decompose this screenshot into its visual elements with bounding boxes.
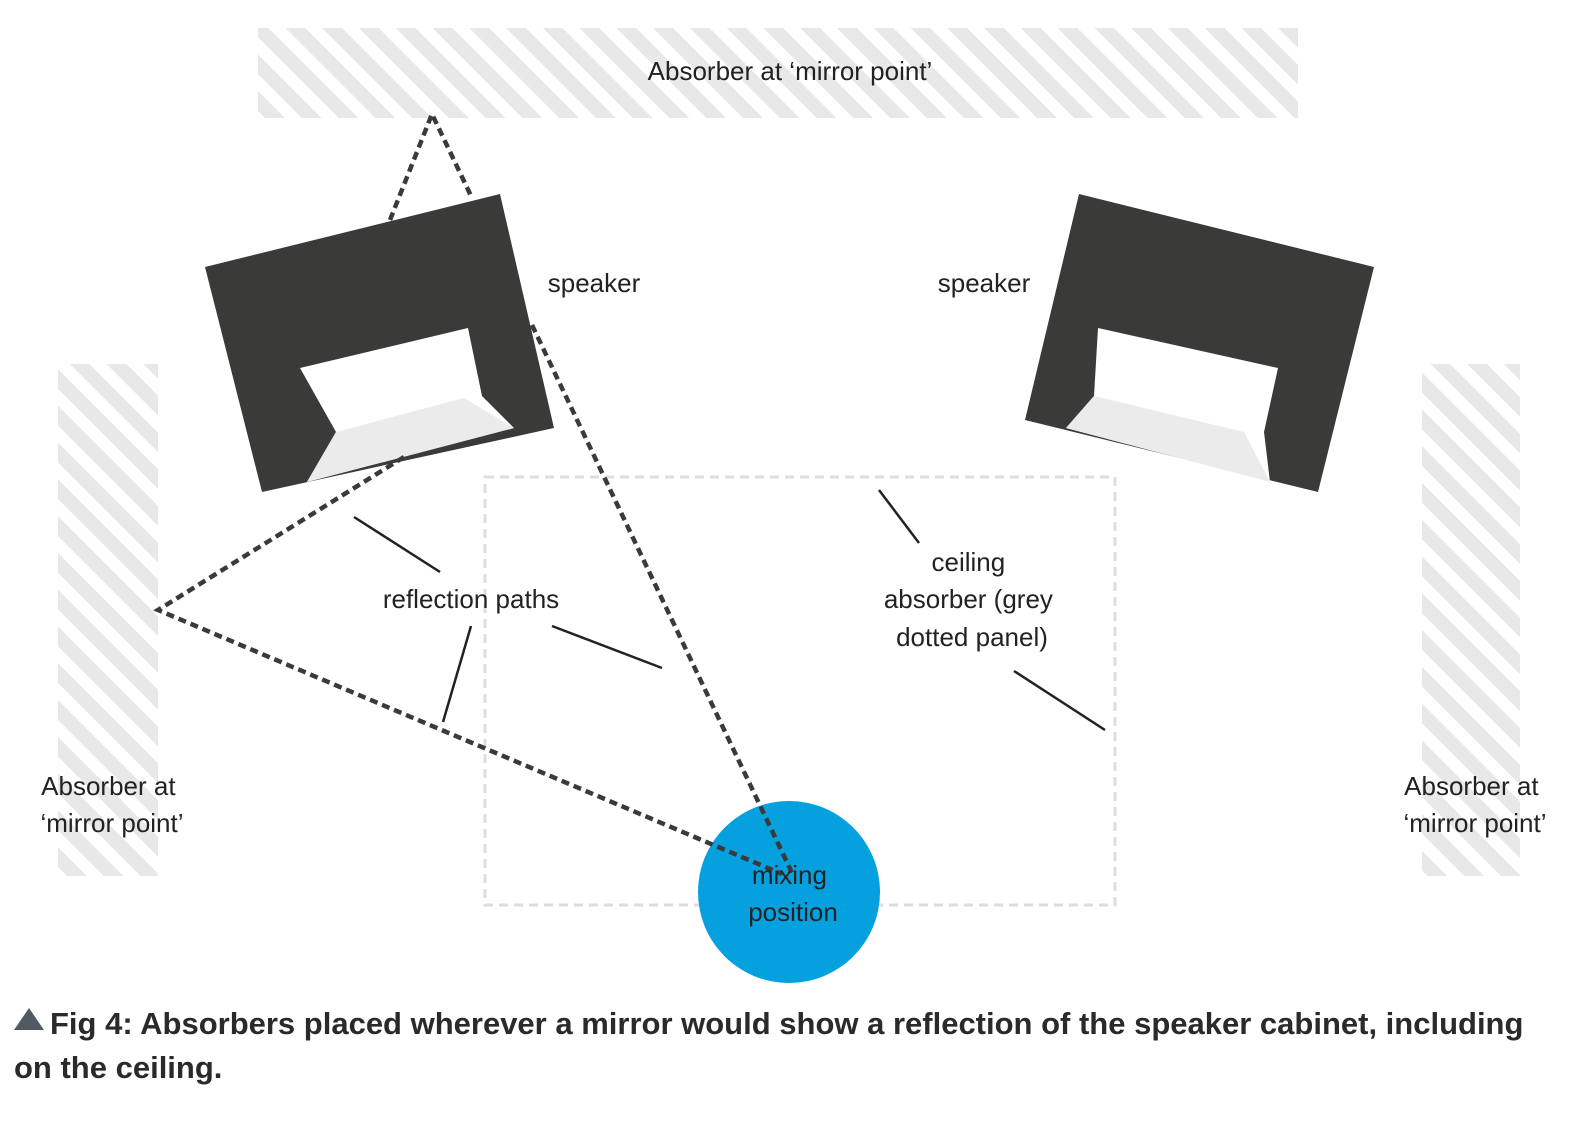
left-absorber-label: Absorber at ‘mirror point’ [40,771,183,838]
speaker-left-label: speaker [548,268,641,298]
callout-line-2 [441,625,473,723]
callout-line-3 [551,624,663,670]
reflection-path-side [153,455,783,877]
speaker-left [205,194,554,492]
callout-line-1 [353,515,441,574]
mixing-position-circle [698,801,880,983]
callout-line-4 [878,489,920,544]
mixing-position-label: mixing position [748,860,838,927]
top-absorber-panel [258,28,1298,118]
speaker-right [1025,194,1374,492]
top-absorber-label: Absorber at ‘mirror point’ [648,56,933,86]
figure-caption: Fig 4: Absorbers placed wherever a mirro… [14,1002,1554,1090]
triangle-up-icon [14,1008,44,1030]
reflection-paths-label: reflection paths [383,584,559,614]
reflection-path-ceiling [387,108,475,221]
reflection-path-direct [529,324,796,876]
right-absorber-panel [1422,364,1520,876]
speaker-right-label: speaker [938,268,1031,298]
callout-lines [353,489,1106,732]
callout-line-5 [1013,669,1106,732]
room-diagram: Absorber at ‘mirror point’ Absorber at ‘… [40,28,1547,983]
caption-text: Fig 4: Absorbers placed wherever a mirro… [14,1006,1524,1085]
left-absorber-panel [58,364,158,876]
right-absorber-label: Absorber at ‘mirror point’ [1403,771,1546,838]
reflection-paths [153,108,796,877]
ceiling-absorber-label: ceiling absorber (grey dotted panel) [884,547,1060,652]
